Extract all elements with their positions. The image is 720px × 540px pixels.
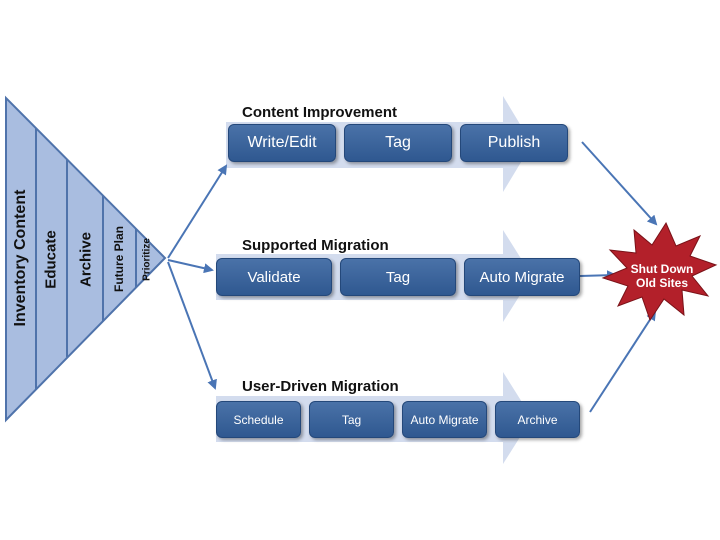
- connector-arrow: [167, 261, 217, 390]
- funnel: [5, 95, 167, 423]
- funnel-stage-future-plan: Future Plan: [112, 226, 126, 293]
- funnel-stage-prioritize: Prioritize: [141, 238, 153, 281]
- funnel-shape: [5, 95, 167, 423]
- connector-arrow: [589, 310, 657, 413]
- step-tag: Tag: [309, 401, 394, 438]
- funnel-stage-inventory-content: Inventory Content: [12, 189, 29, 327]
- connector-arrow: [581, 141, 658, 226]
- lane-title-supported-migration: Supported Migration: [242, 237, 389, 254]
- lane-title-user-driven-migration: User-Driven Migration: [242, 378, 399, 395]
- outcome-label: Shut Down Old Sites: [612, 262, 712, 290]
- step-validate: Validate: [216, 258, 332, 296]
- step-publish: Publish: [460, 124, 568, 162]
- outcome-line-2: Old Sites: [635, 276, 688, 290]
- step-schedule: Schedule: [216, 401, 301, 438]
- funnel-stage-educate: Educate: [42, 230, 60, 289]
- connector-arrow: [167, 259, 214, 274]
- funnel-stage-archive: Archive: [77, 231, 95, 288]
- burst-shape: [601, 221, 718, 322]
- step-archive: Archive: [495, 401, 580, 438]
- step-tag: Tag: [340, 258, 456, 296]
- connector-arrow: [167, 164, 228, 259]
- step-auto-migrate: Auto Migrate: [464, 258, 580, 296]
- step-auto-migrate: Auto Migrate: [402, 401, 487, 438]
- step-write-edit: Write/Edit: [228, 124, 336, 162]
- lane-title-content-improvement: Content Improvement: [242, 104, 398, 121]
- outcome-line-1: Shut Down: [630, 262, 694, 276]
- step-tag: Tag: [344, 124, 452, 162]
